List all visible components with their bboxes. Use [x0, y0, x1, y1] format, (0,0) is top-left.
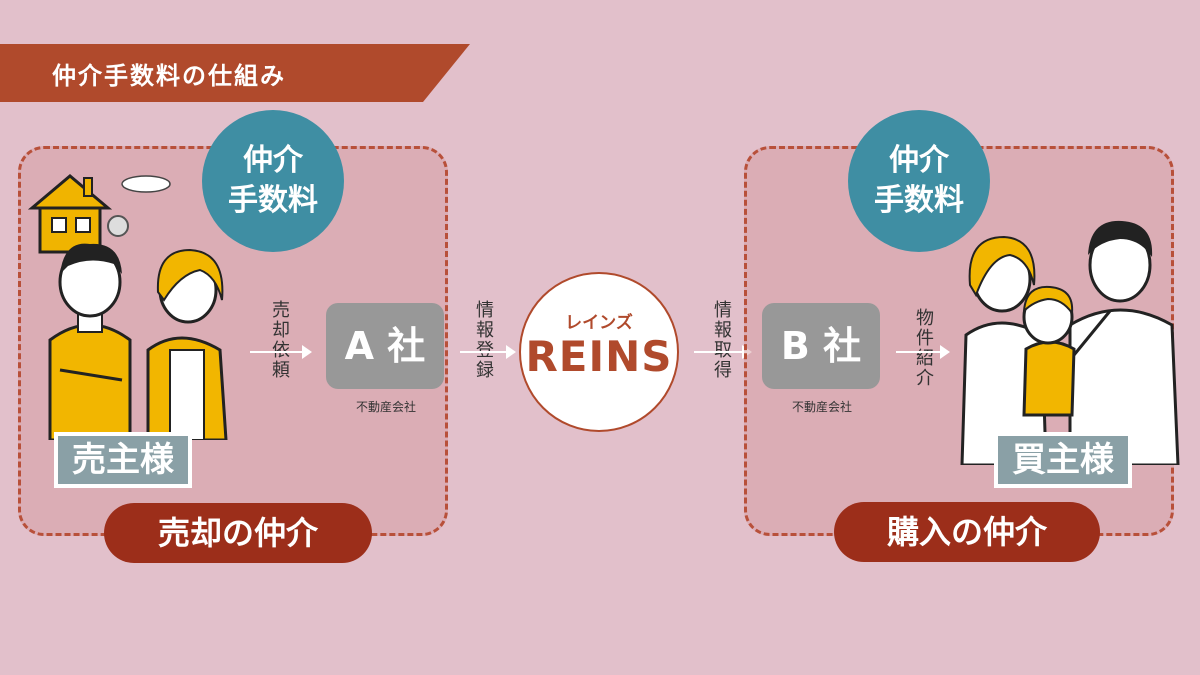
cloud-icon — [121, 175, 171, 193]
buyer-fee-line2: 手数料 — [874, 183, 964, 218]
title-banner: 仲介手数料の仕組み — [0, 44, 470, 102]
seller-role-pill: 売却の仲介 — [104, 503, 372, 563]
page-title: 仲介手数料の仕組み — [52, 61, 286, 90]
buyer-label: 買主様 — [994, 432, 1132, 488]
buyer-role-pill: 購入の仲介 — [834, 502, 1100, 562]
sale-request-text: 売却依頼 — [269, 300, 290, 380]
seller-fee-circle: 仲介 手数料 — [202, 110, 344, 252]
seller-label: 売主様 — [54, 432, 192, 488]
seller-fee-line2: 手数料 — [228, 183, 318, 218]
buyer-fee-line1: 仲介 — [889, 143, 949, 178]
info-acquire-text: 情報取得 — [711, 300, 732, 380]
reins-circle: レインズ REINS — [519, 272, 679, 432]
info-register-arrow — [460, 345, 516, 359]
company-a-sub: 不動産会社 — [355, 400, 416, 414]
sale-request-arrow — [250, 345, 312, 359]
company-b-box: B 社 — [762, 303, 880, 389]
seller-fee-line1: 仲介 — [243, 143, 303, 178]
house-illustration — [27, 174, 129, 254]
info-register-text: 情報登録 — [473, 300, 494, 380]
seller-couple-illustration — [48, 243, 228, 440]
property-intro-arrow — [896, 345, 950, 359]
company-b-sub: 不動産会社 — [791, 400, 852, 414]
buyer-fee-circle: 仲介 手数料 — [848, 110, 990, 252]
info-acquire-arrow — [694, 345, 752, 359]
buyer-family-illustration — [960, 220, 1180, 465]
company-a-box: A 社 — [326, 303, 444, 389]
property-intro-text: 物件紹介 — [913, 308, 934, 388]
reins-name: REINS — [525, 332, 673, 381]
reins-kana: レインズ — [565, 313, 633, 333]
